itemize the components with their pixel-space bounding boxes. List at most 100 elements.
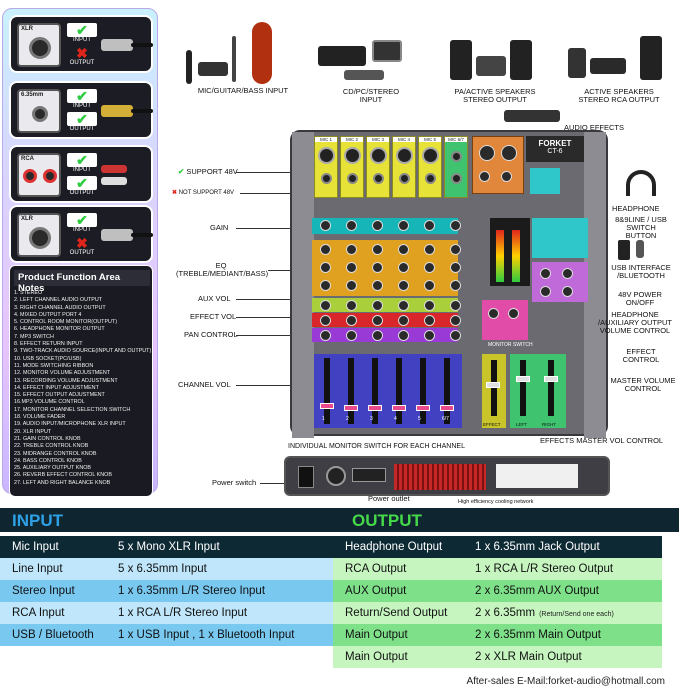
fader-cap[interactable] bbox=[368, 404, 382, 411]
mid-knob[interactable] bbox=[450, 262, 461, 273]
main-jack-right[interactable] bbox=[501, 171, 512, 182]
aux-knob[interactable] bbox=[424, 300, 435, 311]
channel-number: 6/7 bbox=[442, 416, 449, 422]
mid-knob[interactable] bbox=[320, 262, 331, 273]
aux-knob[interactable] bbox=[450, 300, 461, 311]
note-item: 9. TWO-TRACK AUDIO SOURCE(INPUT AND OUTP… bbox=[14, 348, 152, 355]
effect-in-knob[interactable] bbox=[488, 308, 499, 319]
effect-knob[interactable] bbox=[398, 315, 409, 326]
mic-tag: MIC 1 bbox=[315, 137, 337, 142]
fader-cap[interactable] bbox=[416, 404, 430, 411]
channel-number: 2 bbox=[346, 416, 349, 422]
pan-knob[interactable] bbox=[372, 330, 383, 341]
aux-knob[interactable] bbox=[372, 300, 383, 311]
main-xlr-right[interactable] bbox=[501, 145, 517, 161]
pan-knob[interactable] bbox=[320, 330, 331, 341]
mid-knob[interactable] bbox=[346, 262, 357, 273]
gain-knob[interactable] bbox=[398, 220, 409, 231]
gain-knob[interactable] bbox=[450, 220, 461, 231]
main-jack-left[interactable] bbox=[479, 171, 490, 182]
xlr-female-card: XLR ✔INPUT ✖OUTPUT bbox=[9, 15, 153, 73]
effect-knob[interactable] bbox=[372, 315, 383, 326]
power-outlet-callout: Power outlet bbox=[368, 494, 410, 503]
headphone-icon bbox=[626, 170, 656, 196]
effect-knob[interactable] bbox=[424, 315, 435, 326]
fader-cap[interactable] bbox=[392, 404, 406, 411]
connector-tag: XLR bbox=[21, 26, 33, 32]
xlr-jack[interactable] bbox=[370, 147, 387, 164]
power-outlet-socket[interactable] bbox=[326, 466, 346, 486]
treble-knob[interactable] bbox=[450, 244, 461, 255]
bass-knob[interactable] bbox=[372, 280, 383, 291]
line-jack[interactable] bbox=[347, 173, 358, 184]
power-switch[interactable] bbox=[298, 466, 314, 488]
pan-knob[interactable] bbox=[424, 330, 435, 341]
pan-knob[interactable] bbox=[346, 330, 357, 341]
gain-knob[interactable] bbox=[320, 220, 331, 231]
aux-vol-callout: AUX VOL bbox=[198, 294, 231, 303]
channel-5-input: MIC 5 bbox=[418, 136, 442, 198]
line-jack[interactable] bbox=[451, 151, 462, 162]
master-right-fader-cap[interactable] bbox=[544, 376, 558, 382]
line-jack[interactable] bbox=[399, 173, 410, 184]
treble-knob[interactable] bbox=[424, 244, 435, 255]
gain-row bbox=[312, 218, 458, 234]
pan-knob[interactable] bbox=[398, 330, 409, 341]
xlr-jack[interactable] bbox=[318, 147, 335, 164]
bass-knob[interactable] bbox=[424, 280, 435, 291]
treble-knob[interactable] bbox=[372, 244, 383, 255]
aux-knob[interactable] bbox=[320, 300, 331, 311]
aux-master-knob[interactable] bbox=[540, 268, 551, 279]
output-unsupported-flag: ✖OUTPUT bbox=[67, 236, 97, 256]
monitor-knob[interactable] bbox=[540, 286, 551, 297]
input-name: Stereo Input bbox=[12, 585, 75, 597]
line-jack[interactable] bbox=[451, 173, 462, 184]
record-knob[interactable] bbox=[562, 286, 573, 297]
gain-knob[interactable] bbox=[346, 220, 357, 231]
treble-knob[interactable] bbox=[346, 244, 357, 255]
channel-vol-callout: CHANNEL VOL bbox=[178, 380, 231, 389]
master-left-fader-cap[interactable] bbox=[516, 376, 530, 382]
bass-knob[interactable] bbox=[450, 280, 461, 291]
note-item: 26. REVERB EFFECT CONTROL KNOB bbox=[14, 472, 112, 479]
input-supported-flag: ✔INPUT bbox=[67, 23, 97, 43]
aux-knob[interactable] bbox=[398, 300, 409, 311]
mid-knob[interactable] bbox=[424, 262, 435, 273]
effect-out-knob[interactable] bbox=[508, 308, 519, 319]
effect-knob[interactable] bbox=[320, 315, 331, 326]
headphone-knob[interactable] bbox=[562, 268, 573, 279]
treble-knob[interactable] bbox=[320, 244, 331, 255]
aux-knob[interactable] bbox=[346, 300, 357, 311]
guitar-icon bbox=[252, 22, 272, 84]
main-xlr-left[interactable] bbox=[479, 145, 495, 161]
gain-knob[interactable] bbox=[424, 220, 435, 231]
xlr-jack[interactable] bbox=[422, 147, 439, 164]
treble-knob[interactable] bbox=[398, 244, 409, 255]
mid-knob[interactable] bbox=[372, 262, 383, 273]
bass-knob[interactable] bbox=[320, 280, 331, 291]
effect-knob[interactable] bbox=[346, 315, 357, 326]
aux-row bbox=[312, 298, 458, 312]
mic-guitar-label: MIC/GUITAR/BASS INPUT bbox=[197, 86, 289, 95]
jack-6-35mm-connector-icon: 6.35mm bbox=[17, 89, 61, 133]
line-jack[interactable] bbox=[321, 173, 332, 184]
line-jack[interactable] bbox=[373, 173, 384, 184]
effect-master-fader-cap[interactable] bbox=[486, 382, 500, 388]
fader-cap[interactable] bbox=[440, 404, 454, 411]
output-value: 2 x 6.35mm Main Output bbox=[475, 629, 601, 641]
level-meter bbox=[490, 218, 530, 286]
gain-knob[interactable] bbox=[372, 220, 383, 231]
line-jack[interactable] bbox=[425, 173, 436, 184]
pan-knob[interactable] bbox=[450, 330, 461, 341]
bass-knob[interactable] bbox=[398, 280, 409, 291]
fader-cap[interactable] bbox=[344, 404, 358, 411]
fader-cap[interactable] bbox=[320, 403, 334, 409]
xlr-jack[interactable] bbox=[396, 147, 413, 164]
bass-knob[interactable] bbox=[346, 280, 357, 291]
mid-knob[interactable] bbox=[398, 262, 409, 273]
xlr-jack[interactable] bbox=[344, 147, 361, 164]
effect-knob[interactable] bbox=[450, 315, 461, 326]
